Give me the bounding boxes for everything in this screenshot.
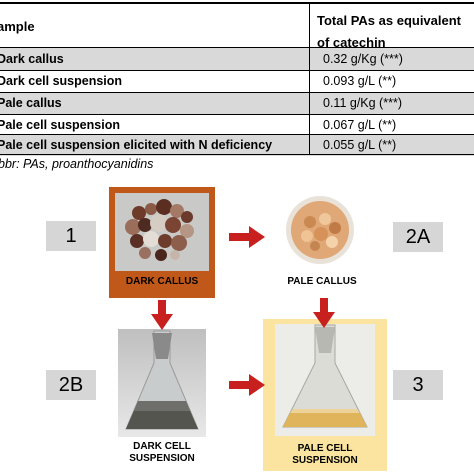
table-bottom-rule — [0, 154, 474, 155]
table-top-rule — [0, 2, 474, 4]
step-label-3: 3 — [393, 370, 443, 400]
row-value: 0.055 g/L (**) — [323, 138, 397, 152]
pale-callus-photo — [277, 194, 363, 266]
arrow-right-icon — [229, 374, 265, 396]
arrow-down-icon — [313, 298, 335, 328]
row-rule — [0, 134, 474, 135]
table-row: Dark callus 0.32 g/Kg (***) — [0, 48, 474, 70]
table-footnote: bbr: PAs, proanthocyanidins — [0, 157, 154, 171]
table-header-total-pas: Total PAs as equivalent of catechin — [317, 13, 462, 50]
step-label-2a: 2A — [393, 222, 443, 252]
dark-callus-caption: DARK CALLUS — [125, 276, 199, 287]
row-rule — [0, 114, 474, 115]
pale-suspension-photo — [275, 324, 375, 436]
row-value: 0.32 g/Kg (***) — [323, 52, 403, 66]
column-divider — [309, 2, 310, 154]
table-row: Pale callus 0.11 g/Kg (***) — [0, 92, 474, 114]
row-label: Dark cell suspension — [0, 74, 123, 88]
row-label: Pale callus — [0, 96, 62, 110]
step-label-1: 1 — [46, 221, 96, 251]
pale-callus-caption: PALE CALLUS — [287, 276, 357, 287]
table-header-sample: ample — [0, 19, 35, 34]
pale-suspension-panel: PALE CELL SUSPENSION — [263, 319, 387, 471]
table-row: Dark cell suspension 0.093 g/L (**) — [0, 70, 474, 92]
dark-callus-photo — [115, 193, 209, 271]
row-label: Pale cell suspension elicited with N def… — [0, 138, 273, 152]
table-row: Pale cell suspension 0.067 g/L (**) — [0, 114, 474, 136]
row-value: 0.11 g/Kg (***) — [323, 96, 402, 110]
arrow-right-icon — [229, 226, 265, 248]
step-label-2b: 2B — [46, 370, 96, 400]
dark-suspension-caption: DARK CELL SUSPENSION — [129, 441, 195, 464]
row-value: 0.093 g/L (**) — [323, 74, 397, 88]
arrow-down-icon — [151, 300, 173, 330]
dark-suspension-photo — [118, 329, 206, 437]
row-rule — [0, 92, 474, 93]
pale-suspension-caption: PALE CELL SUSPENSION — [292, 443, 358, 466]
table-header-rule — [0, 47, 474, 48]
dark-callus-panel: DARK CALLUS — [109, 187, 215, 298]
table-row: Pale cell suspension elicited with N def… — [0, 134, 474, 156]
row-label: Dark callus — [0, 52, 64, 66]
row-value: 0.067 g/L (**) — [323, 118, 397, 132]
row-label: Pale cell suspension — [0, 118, 120, 132]
row-rule — [0, 70, 474, 71]
